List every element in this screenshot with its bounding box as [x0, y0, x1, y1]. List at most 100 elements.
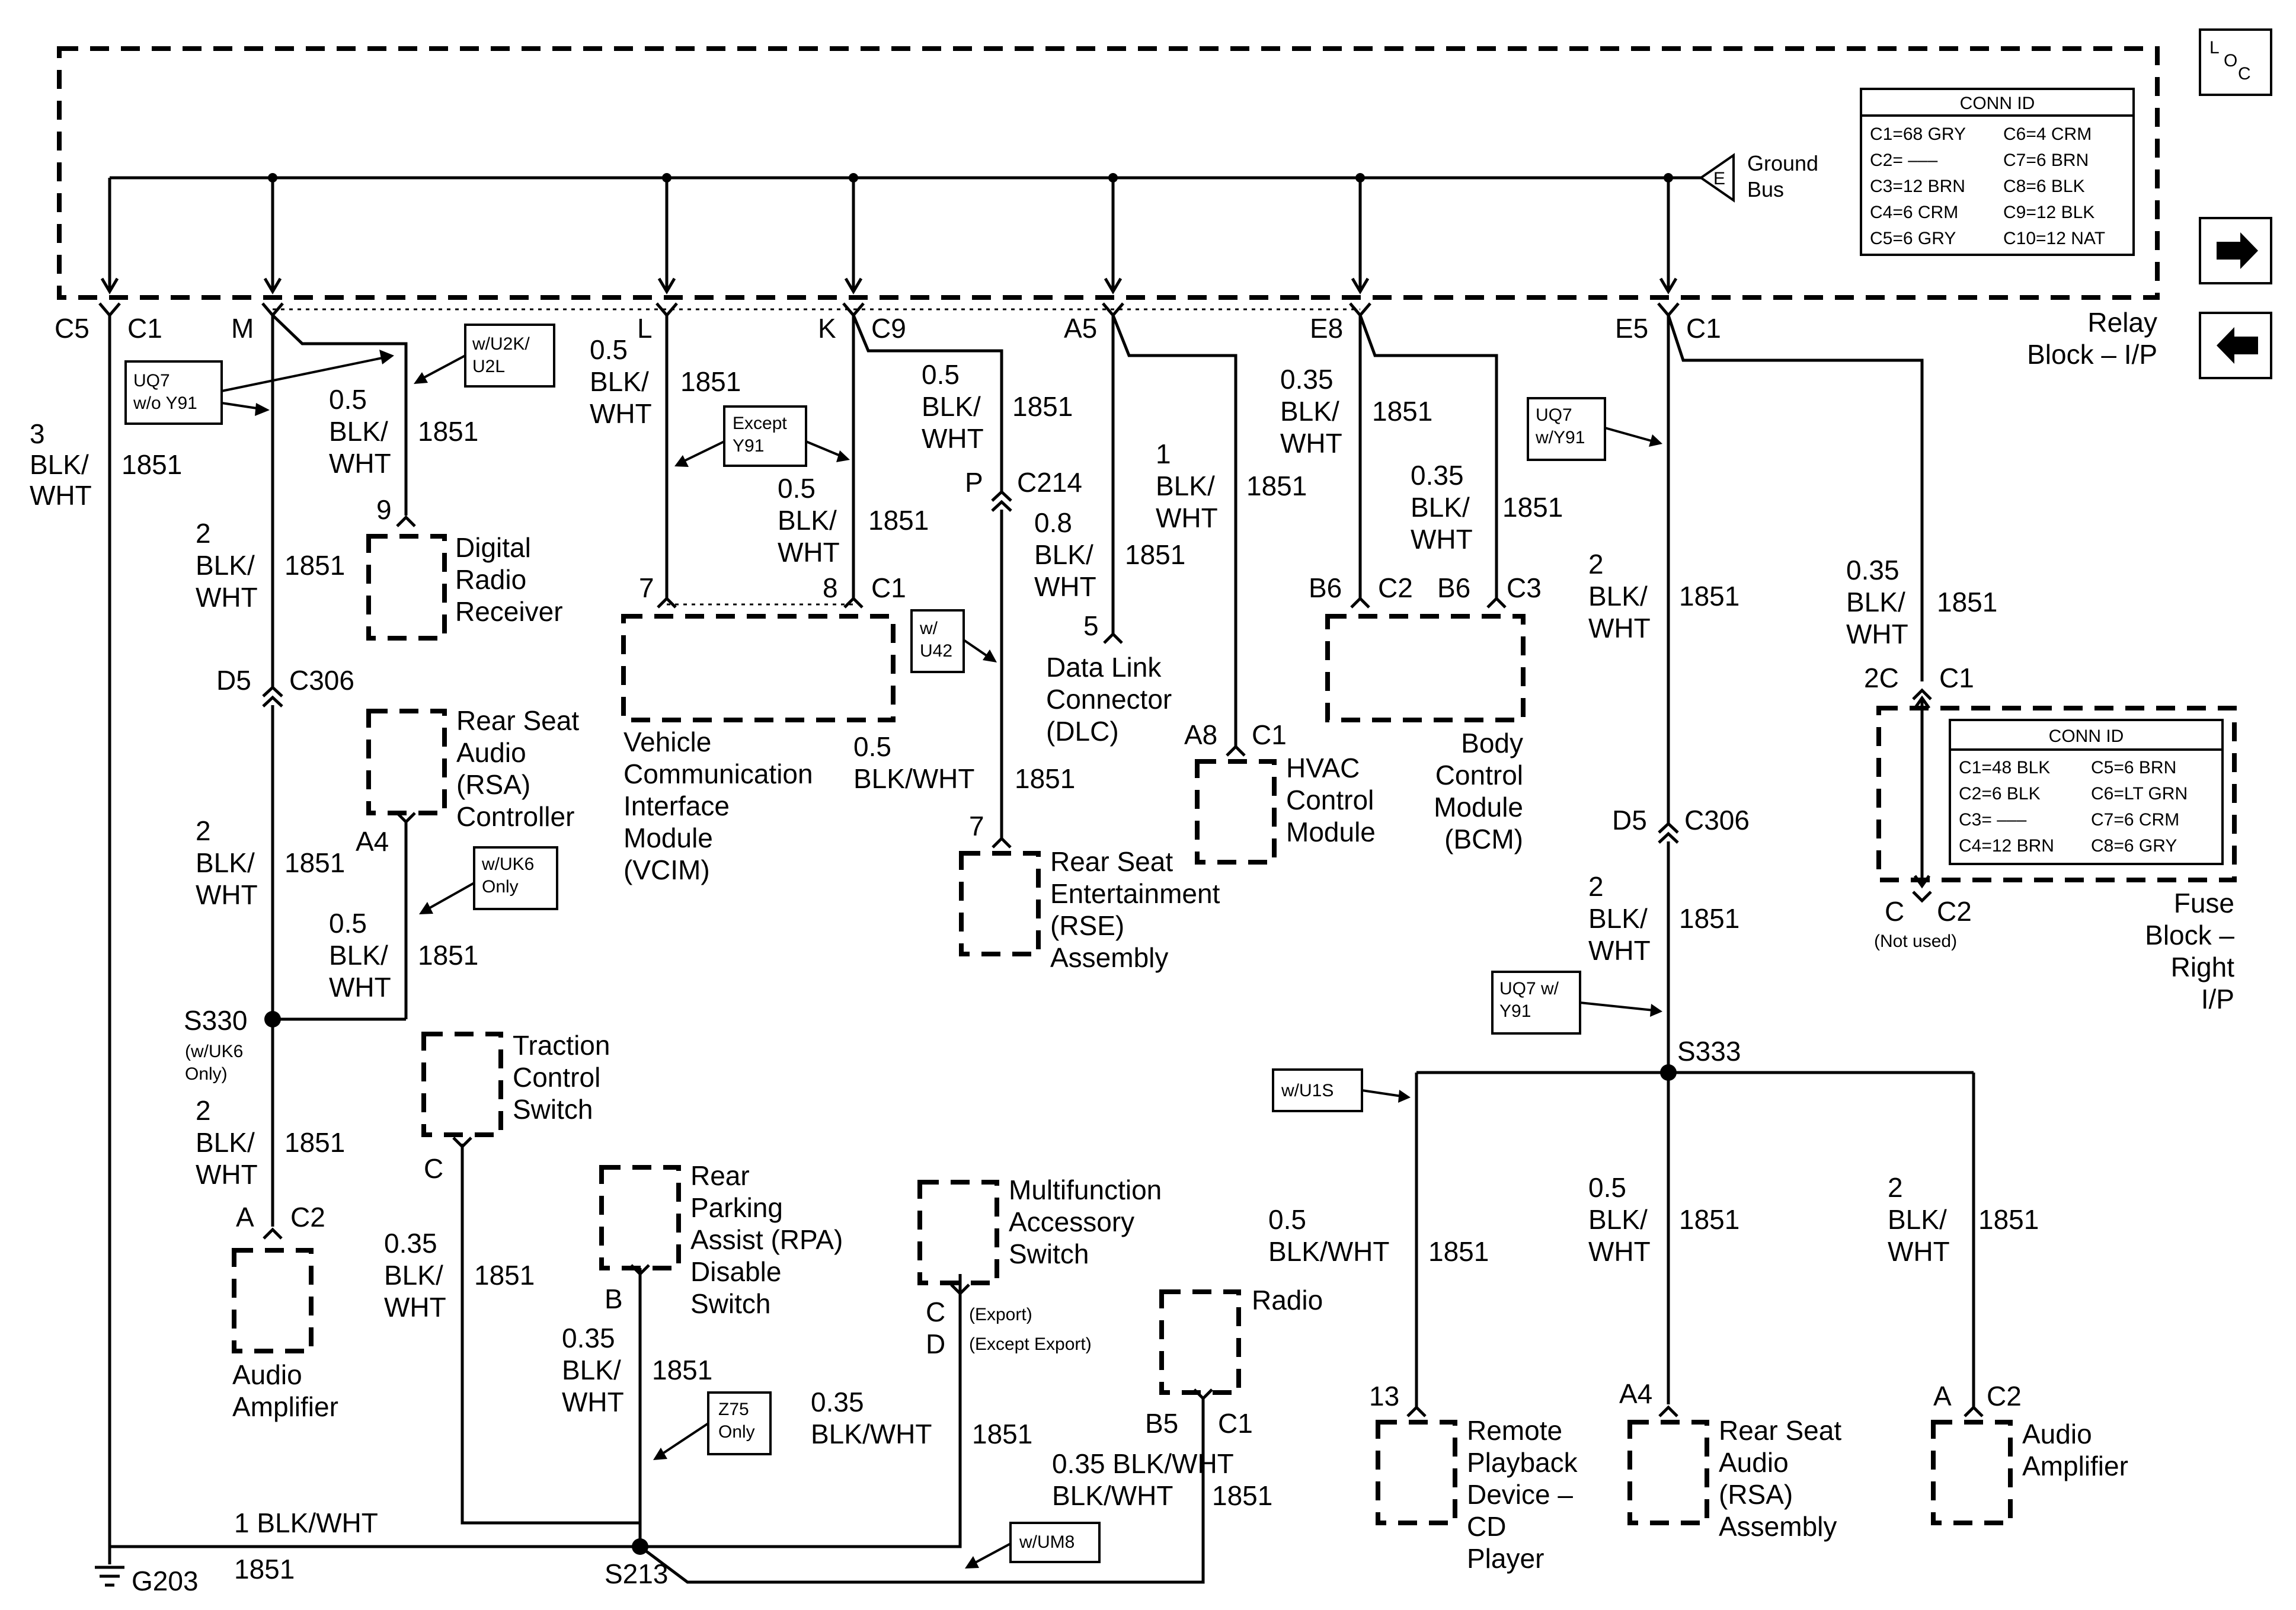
wire-color: WHT	[562, 1387, 624, 1417]
wire-circuit: 1851	[868, 505, 929, 536]
wire-circuit: 1851	[474, 1260, 535, 1291]
splice-label: S213	[605, 1558, 668, 1589]
pin-label: D5	[1612, 805, 1647, 836]
fuse-conn-id-cell: C7=6 CRM	[2091, 810, 2179, 830]
component-name: Entertainment	[1050, 878, 1220, 909]
wire-color: WHT	[1588, 935, 1651, 966]
pin-label: 7	[969, 811, 984, 841]
component-name: Accessory	[1009, 1206, 1134, 1237]
wire-size: 2	[196, 815, 211, 846]
audio-amplifier-right	[1931, 1405, 2013, 1525]
relay-conn-id-header: CONN ID	[1960, 94, 2035, 113]
pin-label: A4	[1619, 1378, 1652, 1409]
radio	[1159, 1289, 1241, 1401]
connector-label: C214	[1017, 467, 1082, 498]
loc-icon[interactable]: L O C	[2199, 28, 2272, 96]
wire-color: BLK/	[590, 366, 649, 397]
pin-label: A	[236, 1202, 254, 1233]
pin-label: A	[1933, 1381, 1952, 1411]
component-name: (BCM)	[1444, 824, 1523, 854]
pin-label: C	[424, 1153, 443, 1184]
wire-size: 0.35	[384, 1228, 437, 1259]
wire-circuit: 1851	[234, 1554, 295, 1585]
component-name: Device –	[1467, 1479, 1573, 1510]
wire-size: 0.5	[1268, 1204, 1306, 1235]
wire-color: WHT	[30, 480, 92, 511]
connector-label: C306	[289, 665, 354, 696]
pin-label: B6	[1309, 572, 1342, 603]
relay-block-title-2: Block – I/P	[2027, 339, 2157, 370]
wire-color: WHT	[329, 448, 391, 479]
g203-label: G203	[132, 1566, 199, 1596]
back-arrow-icon[interactable]	[2199, 312, 2272, 379]
fuse-conn-id-table: CONN ID C1=48 BLK C5=6 BRN C2=6 BLK C6=L…	[1949, 719, 2224, 865]
wire-color: BLK/	[778, 505, 837, 536]
relay-conn-id-cell: C8=6 BLK	[2003, 177, 2085, 196]
relay-block-outline	[57, 46, 2160, 300]
wire-color: WHT	[196, 879, 258, 910]
option-text: w/UM8	[1019, 1532, 1075, 1552]
option-text: w/o Y91	[133, 393, 197, 413]
wire-size: 1 BLK/WHT	[234, 1507, 378, 1538]
wire-circuit: 1851	[1428, 1236, 1489, 1267]
wire-color: BLK/	[1846, 587, 1905, 617]
component-name: Assist (RPA)	[690, 1224, 843, 1255]
dlc-connector	[1103, 632, 1123, 644]
component-name: Control	[1286, 785, 1374, 815]
option-u2k-u2l: w/U2K/ U2L	[414, 324, 555, 388]
connector-label: C2	[1937, 896, 1972, 927]
option-u1s: w/U1S	[1272, 1068, 1411, 1112]
not-used-note: (Not used)	[1874, 932, 1957, 951]
option-text: w/UK6	[481, 854, 534, 874]
component-name: Audio	[456, 737, 526, 768]
pin-label: P	[965, 467, 983, 498]
pin-label: C	[1885, 896, 1904, 927]
component-name: Assembly	[1719, 1511, 1837, 1542]
component-name: Control	[513, 1062, 600, 1093]
forward-arrow-icon[interactable]	[2199, 217, 2272, 284]
body-control-module	[1325, 596, 1526, 722]
option-text: U2L	[472, 357, 505, 376]
component-name: (RSA)	[1719, 1479, 1793, 1510]
fuse-block-title: Fuse	[2174, 888, 2234, 918]
component-name: (RSE)	[1050, 910, 1124, 941]
wire-circuit: 1851	[284, 550, 345, 581]
wire-color: BLK/WHT	[1052, 1480, 1173, 1511]
component-name: Module	[1434, 792, 1523, 822]
wire-color: WHT	[1156, 502, 1218, 533]
wire-color: BLK/	[1588, 1204, 1648, 1235]
component-name: Player	[1467, 1543, 1544, 1574]
component-name: Data Link	[1046, 652, 1162, 683]
remote-playback-cd-player	[1376, 1405, 1457, 1525]
wire-size: 0.5	[853, 731, 891, 762]
component-name: Rear Seat	[1719, 1415, 1841, 1446]
component-name: Audio	[232, 1359, 302, 1390]
option-um8: w/UM8	[965, 1522, 1101, 1569]
loc-icon-c: C	[2238, 64, 2251, 84]
option-uq7-w-y91-b: UQ7 w/ Y91	[1491, 971, 1662, 1035]
fuse-block-right	[1876, 688, 2237, 903]
component-name: Rear Seat	[1050, 846, 1173, 877]
wire-circuit: 1851	[1937, 587, 1997, 617]
wire-circuit: 1851	[652, 1355, 712, 1385]
component-name: Playback	[1467, 1447, 1578, 1478]
component-name: Switch	[690, 1288, 770, 1319]
wire-color: BLK/	[1280, 396, 1339, 427]
component-name: Digital	[455, 532, 531, 563]
wire-circuit: 1851	[1246, 470, 1307, 501]
relay-conn-id-cell: C4=6 CRM	[1870, 203, 1958, 222]
option-z75: Z75 Only	[653, 1391, 772, 1460]
pin-label: B	[605, 1283, 623, 1314]
bus-drops	[98, 173, 1680, 318]
connector-label: C1	[1218, 1408, 1253, 1439]
pin-note: (Export)	[969, 1305, 1032, 1324]
pin-label: D	[926, 1329, 945, 1359]
wire-circuit: 1851	[418, 416, 478, 447]
wire-size: 2	[196, 1095, 211, 1126]
splice-label: S330	[184, 1005, 247, 1036]
wire-color: BLK/	[30, 449, 89, 480]
wire-size: 0.35	[562, 1323, 615, 1353]
pin-c1-right: C1	[1686, 313, 1721, 344]
option-text: Y91	[733, 436, 764, 456]
component-name: Audio	[2022, 1419, 2092, 1449]
